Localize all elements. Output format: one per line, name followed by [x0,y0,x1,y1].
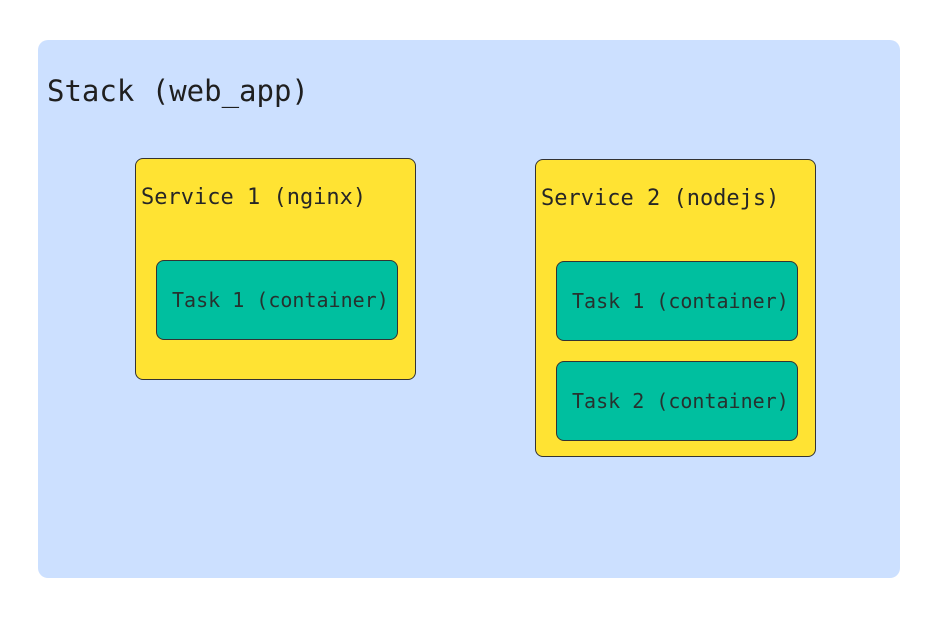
service-nginx-label: Service 1 (nginx) [141,185,367,210]
task-nginx-1-label: Task 1 (container) [172,288,389,312]
stack-box: Stack (web_app) Service 1 (nginx) Task 1… [38,40,900,578]
service-box-nodejs: Service 2 (nodejs) Task 1 (container) Ta… [535,159,816,457]
stack-label: Stack (web_app) [47,74,309,108]
service-box-nginx: Service 1 (nginx) Task 1 (container) [135,158,416,380]
task-box-nodejs-1: Task 1 (container) [556,261,798,341]
task-box-nginx-1: Task 1 (container) [156,260,398,340]
task-nodejs-1-label: Task 1 (container) [572,289,789,313]
service-nodejs-label: Service 2 (nodejs) [541,186,780,211]
task-box-nodejs-2: Task 2 (container) [556,361,798,441]
task-nodejs-2-label: Task 2 (container) [572,389,789,413]
